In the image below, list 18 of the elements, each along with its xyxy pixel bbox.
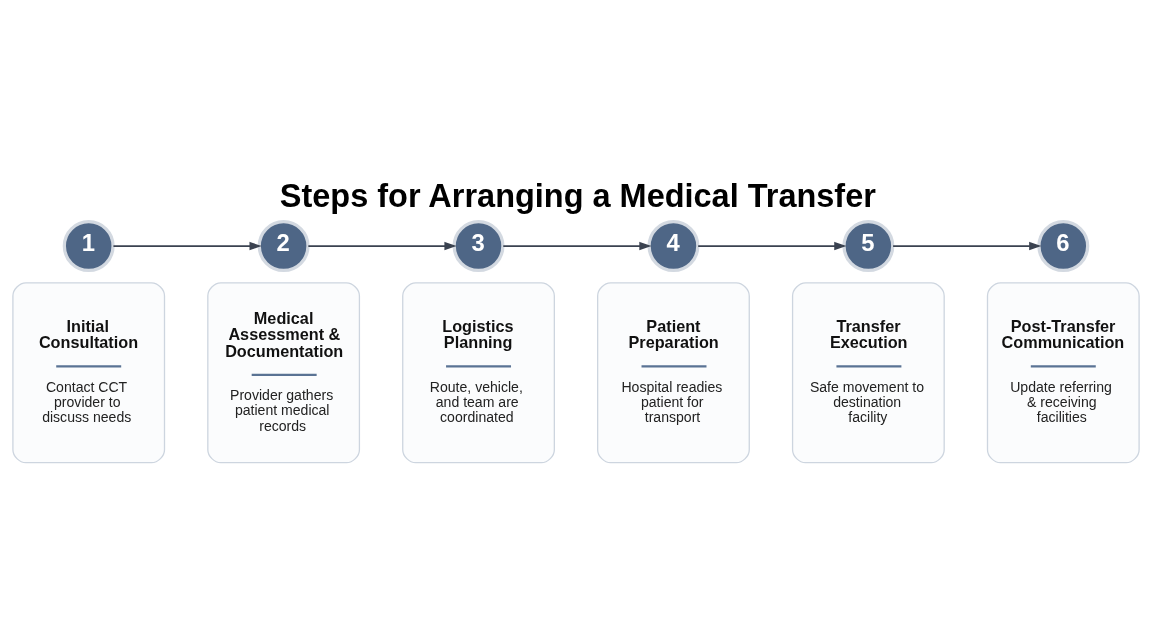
- arrow: [697, 241, 847, 251]
- node-box: Logistics Planning Route, vehicle, and team are coordinated: [402, 282, 555, 464]
- arrow: [112, 241, 262, 251]
- node-box: Post-Transfer Communication Update referring & receiving facilities: [986, 282, 1140, 464]
- arrow: [307, 241, 457, 251]
- node-box: Medical Assessment & Documentation Provider gathers patient medical records: [207, 282, 361, 464]
- node-circle: 5: [842, 220, 895, 273]
- node-box: Initial Consultation Contact CCT provider to discuss needs: [12, 282, 166, 464]
- node-box: Transfer Execution Safe movement to destination facility: [791, 282, 945, 464]
- arrow: [502, 241, 652, 251]
- node-circle: 4: [647, 220, 700, 273]
- arrow: [892, 241, 1042, 251]
- node-circle: 1: [62, 220, 115, 273]
- node-box: Patient Preparation Hospital readies patient for transport: [597, 282, 750, 464]
- node-circle: 2: [257, 220, 310, 273]
- node-circle: 6: [1037, 220, 1090, 273]
- node-circle: 3: [452, 220, 505, 273]
- diagram-title: Steps for Arranging a Medical Transfer: [279, 177, 876, 214]
